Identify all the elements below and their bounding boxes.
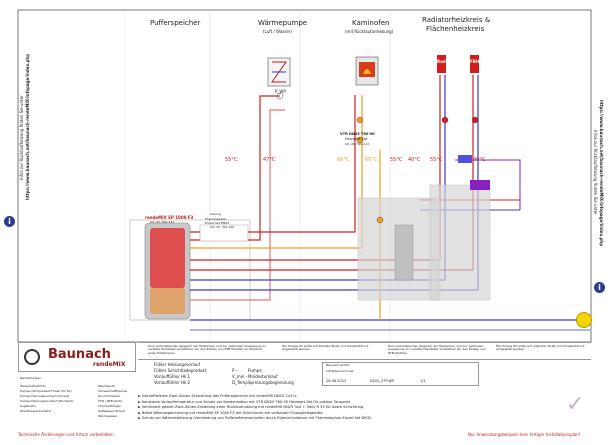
info-icon[interactable]: i: [4, 216, 15, 227]
legend-item: Pumpe Heizungsvorlauf (Vorlauf): [20, 394, 70, 398]
legend-item: Schwerkraftbremse: [98, 389, 128, 393]
key-vf1: Vorlauffühler Hk 1: [154, 374, 191, 379]
temp-55-left: 55°C: [225, 157, 238, 163]
right-info-text-1: Infos zur Rücklaufheizung finden Sie unt…: [593, 130, 598, 215]
temp-55-r2: 55°C: [430, 157, 443, 163]
temp-60-k: 60°C: [337, 157, 350, 163]
info-page: 1/1: [420, 379, 426, 383]
bullet-item: ► Beste Wärmespeicherung mit rendeMIX SP…: [138, 410, 323, 415]
info-company: Baunach GmbH: [326, 363, 350, 367]
bullet-item: ► Hocheffiziente Zwei-Zonen-Schichtung d…: [138, 394, 298, 398]
legend-item: VTR / RTB-Ventil: [98, 399, 122, 403]
label-thermo-2: Thermosiphon: [205, 217, 227, 221]
label-pwh: P_WP: [275, 89, 286, 94]
info-email[interactable]: info@baunach.net: [326, 369, 354, 373]
bullet-item: ► Schutz vor Wärmeströmung (Vermeidung v…: [138, 416, 372, 421]
legend-item: Warmwasser: [98, 414, 118, 418]
label-fbh: FBH: [470, 59, 480, 64]
legend-item: Druckminderer: [98, 394, 121, 398]
legend-item: Temperaturfühler: [20, 384, 46, 388]
title-waermepumpe: Wärmepumpe: [258, 19, 308, 27]
temp-40-r2: 40°C: [473, 157, 486, 163]
logo-sub: rendeMIX: [93, 361, 126, 368]
note-1: Zum automatischen Abgleich der Heizkörpe…: [148, 344, 266, 355]
title-radiator-1: Radiatorheizkreis &: [422, 16, 491, 24]
label-thermo-3: Einzel-Set DN32: [205, 221, 230, 225]
label-thermo-1: Lösung: [210, 212, 221, 216]
title-pufferspeicher: Pufferspeicher: [150, 19, 201, 27]
legend-item: Pumpe (Pumpenlauf-Fühler für RL): [20, 389, 72, 393]
right-info-text-2[interactable]: https://www.baunach.net/baunach-rendeMIX…: [599, 100, 604, 247]
legend-item: Pumpe Heizungsrücklauf (Rücklauf): [20, 399, 74, 403]
key-fs2: Fühler Schichtladeprodukt: [154, 368, 207, 373]
info-code: D202_STP-WP: [370, 379, 395, 383]
left-info-text-2[interactable]: https://www.baunach.net/baunach-rendeMIX…: [25, 53, 30, 200]
label-kamin-set-3: Art.-Nr. 791-112: [345, 142, 370, 146]
checkmark-icon: ✓: [566, 392, 585, 417]
floor-heating-icon: [470, 55, 479, 73]
legend-item: Rückflussverhinderer: [20, 409, 52, 413]
footer-right: Nur Anwendungsbeispiel, kein fertiger In…: [468, 432, 581, 437]
legend-item: Schmutzfänger: [98, 404, 121, 408]
legend-title: Darstellungen: [20, 376, 42, 380]
key-vf2: Vorlauffühler Hk 2: [154, 380, 191, 385]
note-1b: Die Pumpe P1 sollte auf kleinste Stufe u…: [282, 344, 369, 352]
legend-item: Kugelhahn: [20, 404, 36, 408]
bullet-item: ► Konstante Vorlauftemperatur und Schutz…: [138, 399, 351, 404]
title-kaminofen: Kaminofen: [352, 19, 390, 27]
info-date: 28.08.2023: [326, 379, 347, 383]
logo-box: [18, 342, 136, 372]
logo-icon: [24, 349, 40, 365]
key-d: Spreizungsbegrenzung: [248, 380, 294, 385]
label-thermo-4: Art.-Nr. 791-100: [210, 225, 235, 229]
label-puffer-sub: Art.-Nr. 000-741: [150, 220, 175, 224]
legend-item: Mischventil: [98, 384, 115, 388]
note-2b: Die Pumpe P2 sollte auf unterster Stufe …: [496, 344, 585, 352]
key-v-sym: V_min –: [232, 374, 248, 379]
temp-47-left: 47°C: [263, 157, 276, 163]
label-kamin-set-1: VTR DN25 T60-90: [340, 132, 375, 136]
bullet-item: ► Verhindert gezielt Zwei-Zonen-Einladun…: [138, 405, 364, 410]
feature-bullets: ► Hocheffiziente Zwei-Zonen-Schichtung d…: [138, 394, 558, 422]
logo-main: Baunach: [48, 347, 111, 362]
label-puffer-name: rendeMIX SP 1000 F3: [145, 215, 194, 220]
left-info-text-1: Infos zur Rücklaufheizung finden Sie unt…: [19, 95, 24, 180]
notes-row: [138, 342, 591, 360]
key-p-sym: P –: [232, 368, 238, 373]
label-rad: Rad: [437, 59, 446, 64]
note-2: Zum automatischen Abgleich der Heizkörpe…: [388, 344, 486, 355]
legend-item: Kaltwasser-Zulauf: [98, 409, 125, 413]
subtitle-waermepumpe: (Luft / Wasser): [263, 29, 293, 34]
info-block: [322, 362, 479, 386]
key-p: Pumpe: [248, 368, 262, 373]
key-d-sym: D_Temp –: [232, 380, 252, 385]
temp-40-r: 40°C: [408, 157, 421, 163]
temp-55-r: 55°C: [390, 157, 403, 163]
footer-left: Technische Änderungen und Irrtum vorbeha…: [18, 432, 114, 437]
subtitle-kaminofen: (mit Rücklaufanhebung): [345, 29, 394, 34]
radiator-icon: [437, 55, 446, 73]
info-icon-right[interactable]: i: [594, 282, 605, 293]
smiley-icon: [576, 312, 592, 328]
temp-60-k2: 60°C: [365, 157, 378, 163]
key-fs: Fühler Heizungsvorlauf: [154, 362, 200, 367]
label-kamin-set-2: Heizwert-Set: [345, 137, 368, 141]
key-vmin: Mindestumlauf: [248, 374, 278, 379]
title-radiator-2: Flächenheizkreis: [426, 25, 485, 33]
